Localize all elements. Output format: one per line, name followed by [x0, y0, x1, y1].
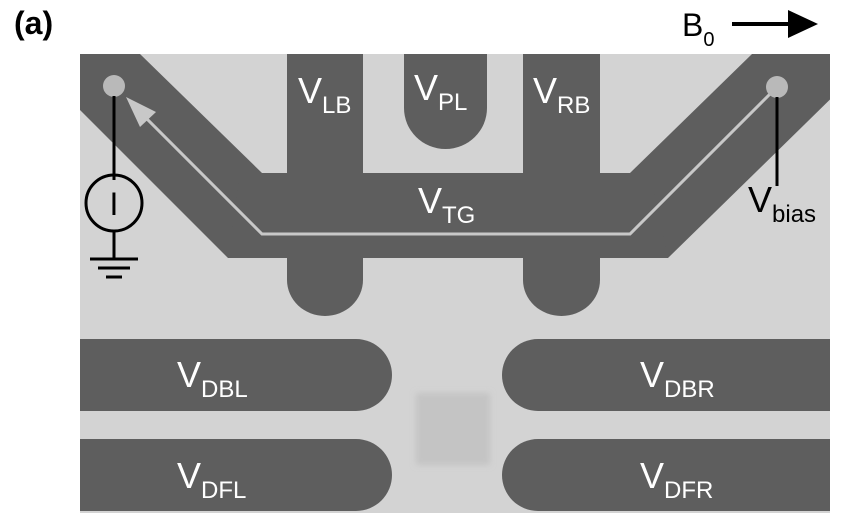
right-lead — [630, 54, 830, 258]
label-vpl: VPL — [414, 67, 467, 116]
gate-rb-upper — [523, 54, 600, 176]
channel-arrow-head — [126, 97, 156, 127]
gate-dfl — [80, 439, 392, 511]
gate-pl — [404, 54, 487, 149]
current-source-circuit: I — [84, 96, 144, 279]
field-symbol: B — [682, 7, 703, 43]
bias-circuit: Vbias — [748, 97, 816, 228]
label-vdbr: VDBR — [640, 354, 715, 403]
dot-region — [416, 393, 490, 465]
label-vtg: VTG — [418, 180, 475, 229]
current-source-label: I — [110, 186, 119, 222]
label-vlb: VLB — [298, 70, 351, 119]
right-contact — [766, 76, 788, 98]
top-gate-bar — [228, 173, 668, 258]
panel-label: (a) — [14, 5, 53, 41]
gate-rb-lower — [523, 250, 600, 316]
svg-text:B0: B0 — [682, 7, 714, 51]
gate-dfr — [502, 439, 830, 511]
label-vdfl: VDFL — [177, 455, 246, 504]
left-lead — [80, 54, 262, 258]
gate-dbl — [80, 339, 392, 411]
left-contact — [103, 75, 125, 97]
gate-dbr — [502, 339, 830, 411]
gate-lb-upper — [287, 54, 363, 176]
label-vdbl: VDBL — [177, 354, 248, 403]
label-vbias: Vbias — [748, 179, 816, 228]
magnetic-field-indicator: B0 — [682, 7, 818, 51]
gate-lb-lower — [287, 250, 363, 316]
field-subscript: 0 — [703, 29, 714, 51]
ground-icon — [90, 257, 138, 279]
label-vrb: VRB — [533, 70, 590, 119]
channel-line — [132, 86, 778, 236]
label-vdfr: VDFR — [640, 455, 713, 504]
field-arrow-head — [788, 10, 818, 38]
